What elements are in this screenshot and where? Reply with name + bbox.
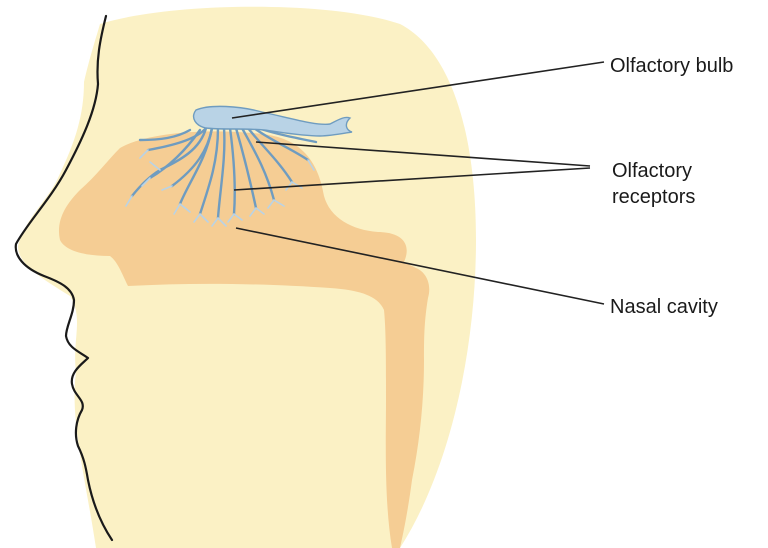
label-nasal-cavity: Nasal cavity [610,296,718,318]
leader-line-olfactory-receptors-upper [255,141,591,167]
leader-lines [231,61,605,305]
leader-line-olfactory-receptors-lower [233,167,591,191]
nasal-cavity-shape [59,131,430,548]
leader-line-nasal-cavity [235,227,605,305]
olfactory-bulb-shape [192,105,353,137]
label-olfactory-receptors: Olfactory receptors [612,158,695,210]
face-profile-outline [14,14,114,542]
label-olfactory-receptors-line1: Olfactory [612,160,693,182]
label-olfactory-bulb: Olfactory bulb [610,55,734,77]
leader-line-olfactory-bulb [231,61,605,119]
olfactory-receptor-twigs [125,149,315,227]
label-olfactory-receptors-line2: receptors [612,186,696,208]
